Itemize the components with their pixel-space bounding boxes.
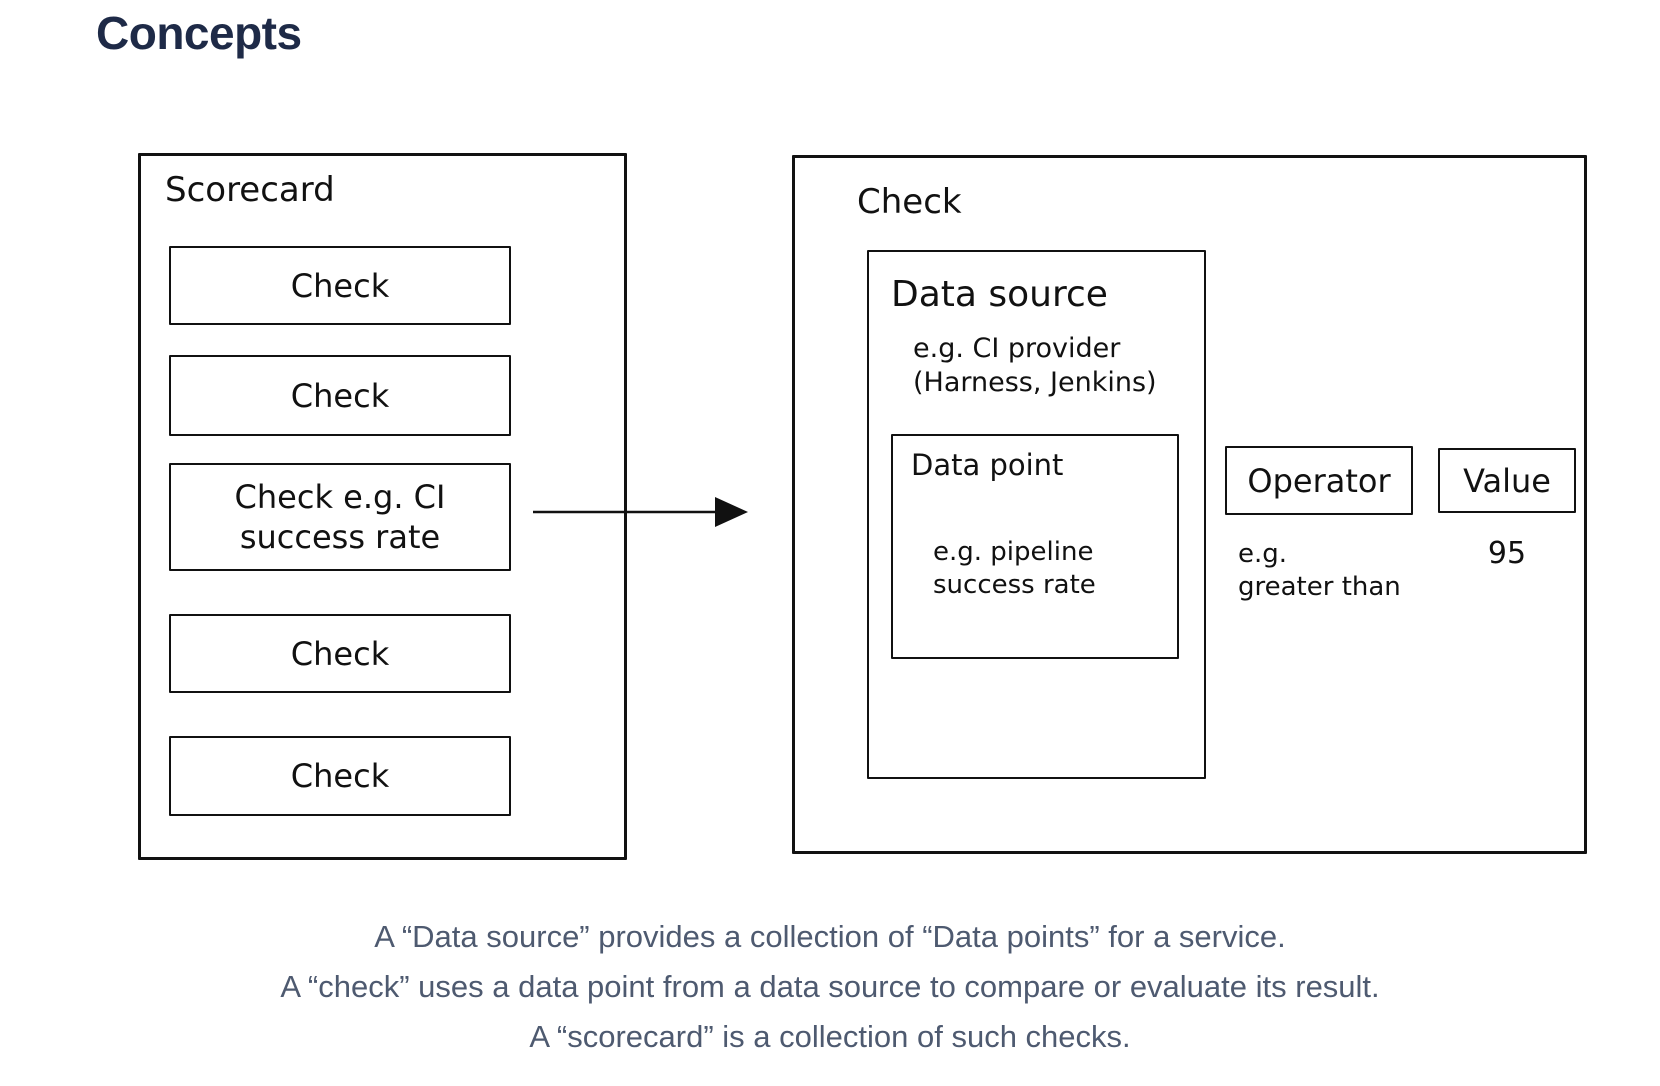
value-example: 95 (1487, 536, 1527, 571)
data-point-label: Data point (911, 448, 1064, 482)
check-label: Check (290, 266, 390, 305)
data-source-example: e.g. CI provider (Harness, Jenkins) (913, 333, 1157, 398)
operator-example: e.g. greater than (1238, 539, 1401, 602)
check-label: Check (290, 376, 390, 415)
data-source-box: Data source e.g. CI provider (Harness, J… (867, 250, 1206, 779)
data-point-box: Data point e.g. pipeline success rate (891, 434, 1179, 659)
check-label: Check (290, 757, 390, 795)
caption-line: A “Data source” provides a collection of… (374, 919, 1286, 954)
scorecard-check-item: Check (169, 614, 511, 693)
scorecard-box: Scorecard Check Check Check e.g. CI succ… (138, 153, 627, 860)
caption-line: A “scorecard” is a collection of such ch… (529, 1019, 1131, 1054)
check-label: Check e.g. CI success rate (234, 478, 446, 556)
data-point-example: e.g. pipeline success rate (933, 537, 1096, 600)
scorecard-check-item-ci-success-rate: Check e.g. CI success rate (169, 463, 511, 571)
check-label: Check (290, 634, 390, 673)
scorecard-label: Scorecard (165, 170, 335, 210)
caption-line: A “check” uses a data point from a data … (280, 969, 1380, 1004)
operator-label: Operator (1247, 461, 1391, 500)
scorecard-check-item: Check (169, 246, 511, 325)
flow-arrow-icon (533, 497, 748, 527)
check-detail-box: Check Data source e.g. CI provider (Harn… (792, 155, 1587, 854)
page-title: Concepts (96, 7, 302, 59)
operator-box: Operator (1225, 446, 1413, 515)
check-detail-label: Check (857, 182, 962, 222)
scorecard-check-item: Check (169, 355, 511, 436)
value-box: Value (1438, 448, 1576, 513)
data-source-label: Data source (891, 274, 1108, 315)
caption-block: A “Data source” provides a collection of… (16, 912, 1644, 1062)
value-label: Value (1463, 461, 1551, 500)
scorecard-check-item: Check (169, 736, 511, 816)
